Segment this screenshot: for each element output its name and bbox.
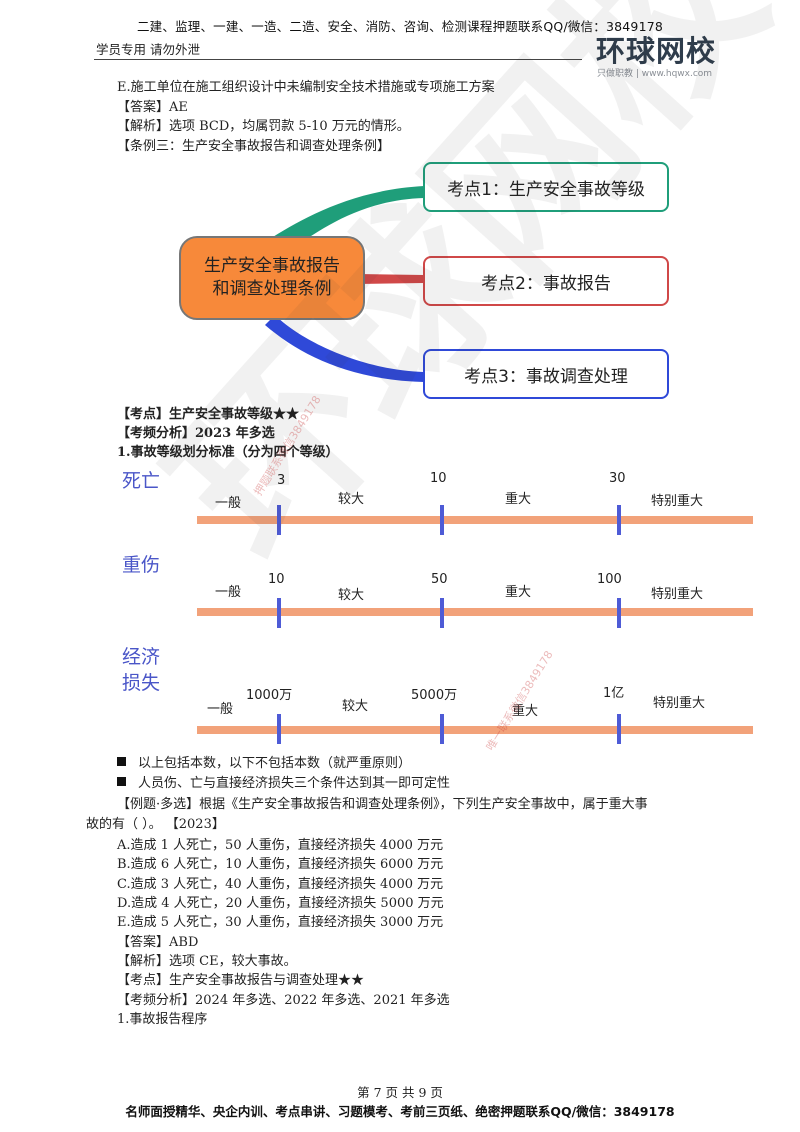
example-stem-line1: 【例题·多选】根据《生产安全事故报告和调查处理条例》，下列生产安全事故中，属于重… [117,797,648,812]
severity-bar [197,516,753,524]
level-label: 特别重大 [651,587,704,602]
bullet-square-icon [117,777,126,786]
header-promo-line: 二建、监理、一建、一造、二造、安全、消防、咨询、检测课程押题联系QQ/微信：38… [136,19,664,34]
mindmap-node-2: 考点2：事故报告 [423,256,669,306]
example-option: D.造成 4 人死亡，20 人重伤，直接经济损失 5000 万元 [117,896,444,911]
level-label: 特别重大 [653,696,706,711]
mindmap-center-node: 生产安全事故报告 和调查处理条例 [179,236,365,320]
footer-promo: 名师面授精华、央企内训、考点串讲、习题模考、考前三页纸、绝密押题联系QQ/微信：… [125,1104,675,1119]
threshold-value: 5000万 [411,688,458,703]
threshold-tick [617,714,621,744]
example-option: B.造成 6 人死亡，10 人重伤，直接经济损失 6000 万元 [117,857,444,872]
threshold-tick [277,505,281,535]
brand-logo: 环球网校 只做职教 | www.hqwx.com [596,28,746,80]
connector-node1 [268,186,424,250]
threshold-value: 50 [431,572,448,587]
answer-text: 【答案】AE [117,100,188,115]
threshold-tick [440,505,444,535]
threshold-tick [277,598,281,628]
threshold-value: 100 [597,572,622,587]
threshold-value: 1000万 [246,688,293,703]
header-divider [94,59,582,60]
threshold-value: 30 [609,471,626,486]
threshold-tick [617,505,621,535]
example-option: E.造成 5 人死亡，30 人重伤，直接经济损失 3000 万元 [117,915,444,930]
severity-bar [197,726,753,734]
level-label: 重大 [505,492,532,507]
level-label: 一般 [215,585,242,600]
mindmap-node-3: 考点3：事故调查处理 [423,349,669,399]
row-label-deaths: 死亡 [122,470,161,492]
page-number: 第 7 页 共 9 页 [357,1085,443,1100]
logo-text: 环球网校 [596,34,717,68]
note-text: 以上包括本数，以下不包括本数（就严重原则） [138,756,412,771]
connector-node2 [358,274,424,284]
level-label: 重大 [505,585,532,600]
threshold-value: 10 [268,572,285,587]
example-option: A.造成 1 人死亡，50 人重伤，直接经济损失 4000 万元 [117,838,444,853]
row-label-economic-1: 经济 [122,646,161,668]
connector-node3 [265,315,424,382]
kaodian-heading-2: 【考点】生产安全事故报告与调查处理★★ [117,973,365,988]
level-label: 较大 [338,588,365,603]
threshold-value: 1亿 [603,686,625,701]
threshold-value: 3 [277,473,286,488]
row-label-injuries: 重伤 [122,554,161,576]
kaopin-heading-2: 【考频分析】2024 年多选、2022 年多选、2021 年多选 [117,993,450,1008]
bullet-square-icon [117,757,126,766]
mindmap-node-1: 考点1：生产安全事故等级 [423,162,669,212]
note-text: 人员伤、亡与直接经济损失三个条件达到其一即可定性 [138,776,451,791]
case-title: 【条例三：生产安全事故报告和调查处理条例】 [117,139,391,154]
logo-tagline: 只做职教 | www.hqwx.com [597,69,713,79]
level-label: 一般 [215,496,242,511]
analysis-text: 【解析】选项 BCD，均属罚款 5-10 万元的情形。 [117,119,410,134]
center-line2: 和调查处理条例 [212,279,332,299]
threshold-tick [277,714,281,744]
kaodian-heading: 【考点】生产安全事故等级★★ [117,407,300,422]
center-line1: 生产安全事故报告 [204,256,340,276]
threshold-tick [617,598,621,628]
level-label: 特别重大 [651,494,704,509]
header-student-note: 学员专用 请勿外泄 [96,42,200,57]
severity-heading: 1.事故等级划分标准（分为四个等级） [117,445,339,460]
note-item: 以上包括本数，以下不包括本数（就严重原则） [117,755,411,772]
level-label: 一般 [207,702,234,717]
example-answer: 【答案】ABD [117,935,199,950]
example-option: C.造成 3 人死亡，40 人重伤，直接经济损失 4000 万元 [117,877,444,892]
section-heading-report: 1.事故报告程序 [117,1012,208,1027]
threshold-tick [440,598,444,628]
level-label: 较大 [342,699,369,714]
row-label-economic-2: 损失 [122,672,161,694]
note-item: 人员伤、亡与直接经济损失三个条件达到其一即可定性 [117,775,450,792]
level-label: 重大 [512,704,539,719]
example-analysis: 【解析】选项 CE，较大事故。 [117,954,297,969]
kaopin-heading: 【考频分析】2023 年多选 [117,426,275,441]
option-e-text: E.施工单位在施工组织设计中未编制安全技术措施或专项施工方案 [117,80,495,95]
severity-bar [197,608,753,616]
level-label: 较大 [338,492,365,507]
threshold-value: 10 [430,471,447,486]
threshold-tick [440,714,444,744]
mindmap-connectors [265,186,424,382]
example-stem-line2: 故的有（ ）。 【2023】 [86,817,225,832]
